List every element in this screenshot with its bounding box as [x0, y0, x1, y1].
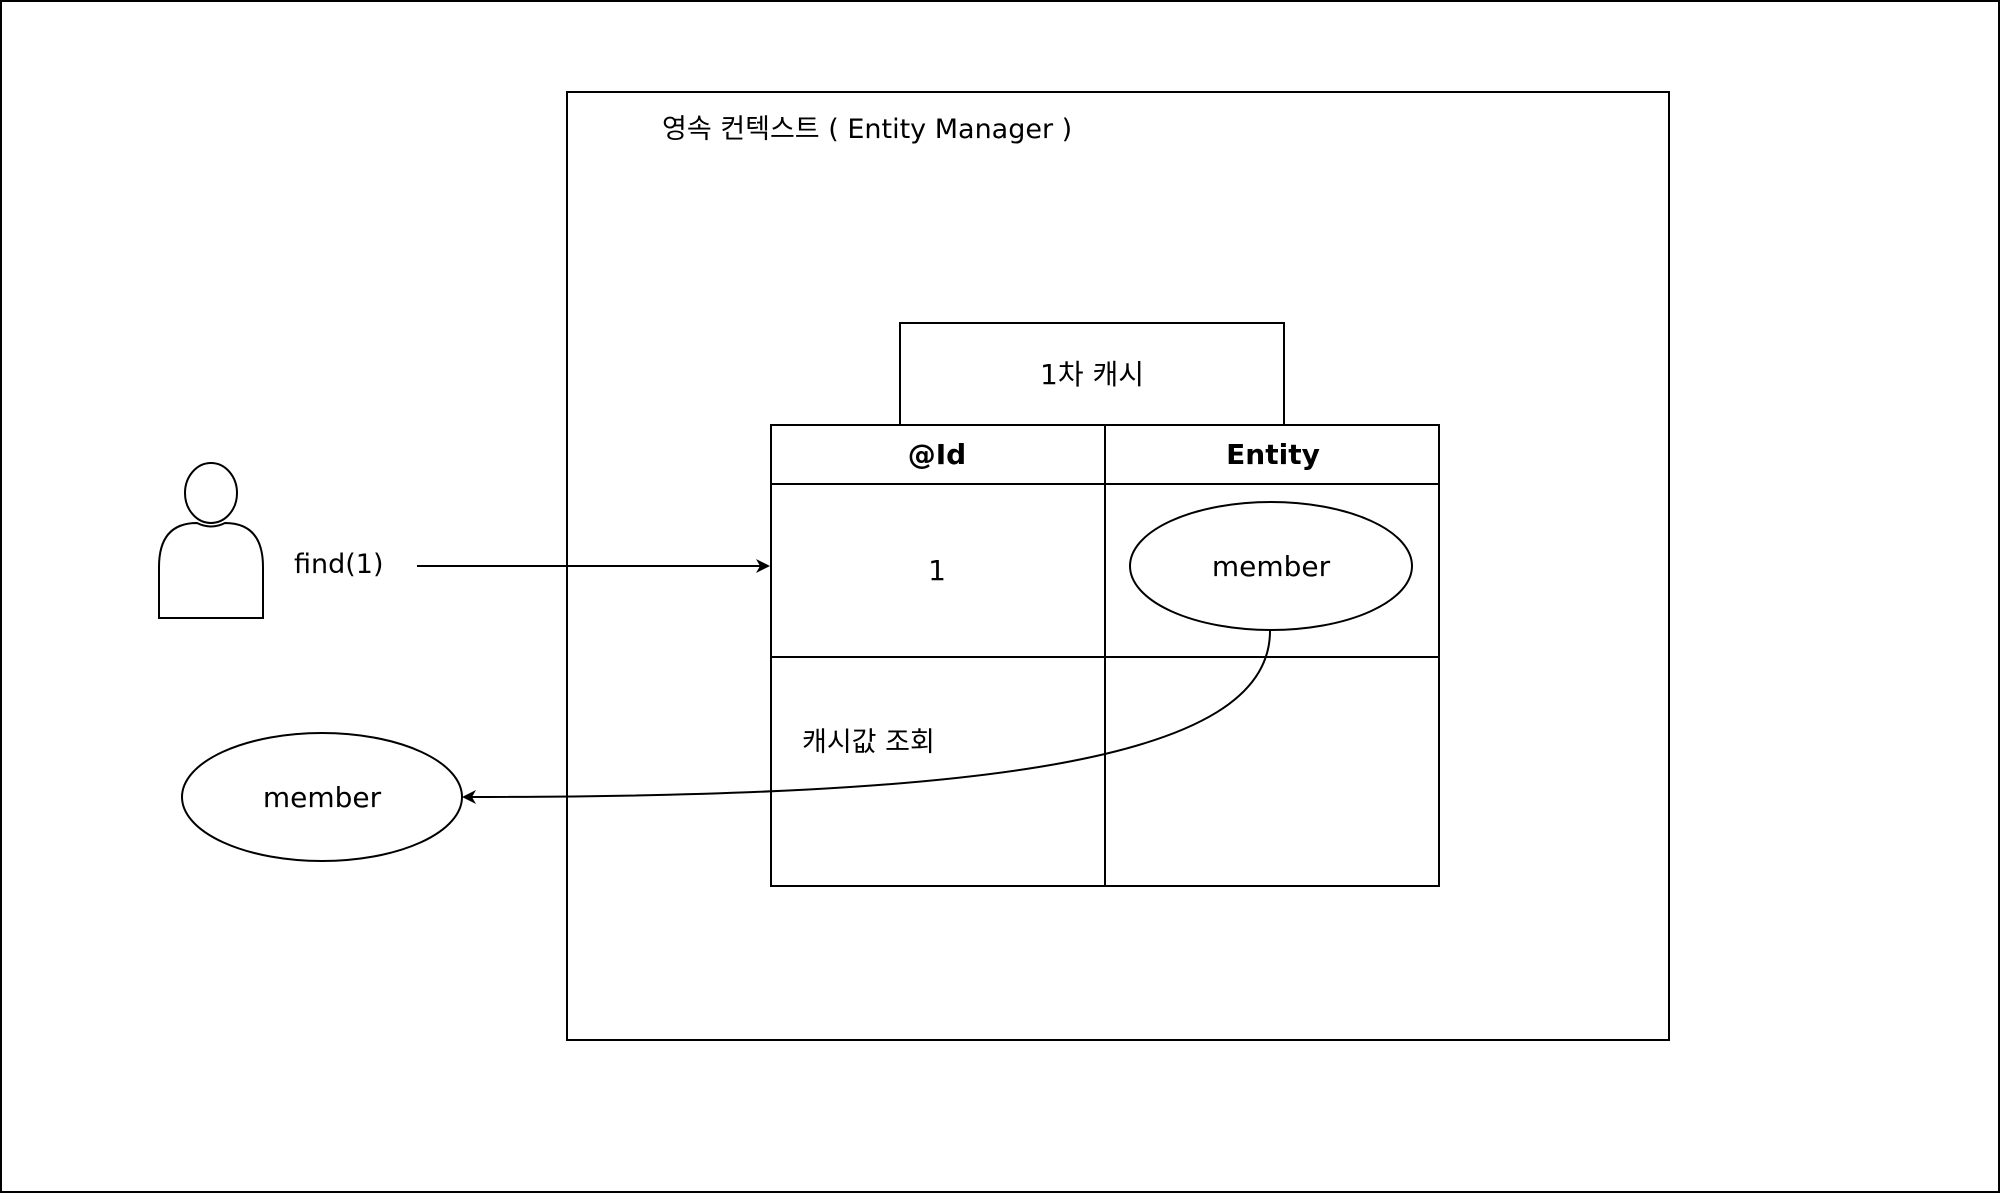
table-row-divider	[770, 656, 1440, 658]
returned-member-node	[181, 732, 463, 862]
cache-lookup-label: 캐시값 조회	[802, 727, 935, 758]
column-header-id: @Id	[907, 437, 967, 471]
cached-member-label: member	[1211, 549, 1331, 583]
returned-member-label: member	[262, 780, 382, 814]
user-icon	[158, 462, 264, 619]
cached-member-node	[1129, 501, 1413, 631]
persistence-context-title: 영속 컨텍스트 ( Entity Manager )	[662, 114, 1073, 145]
table-header-divider	[770, 483, 1440, 485]
cache-return-arrow	[462, 630, 1271, 804]
column-header-entity: Entity	[1226, 437, 1320, 471]
find-call-label: find(1)	[294, 549, 384, 580]
table-cell-id: 1	[928, 554, 946, 587]
first-level-cache-label: 1차 캐시	[1040, 358, 1144, 391]
table-column-divider	[1104, 424, 1106, 887]
